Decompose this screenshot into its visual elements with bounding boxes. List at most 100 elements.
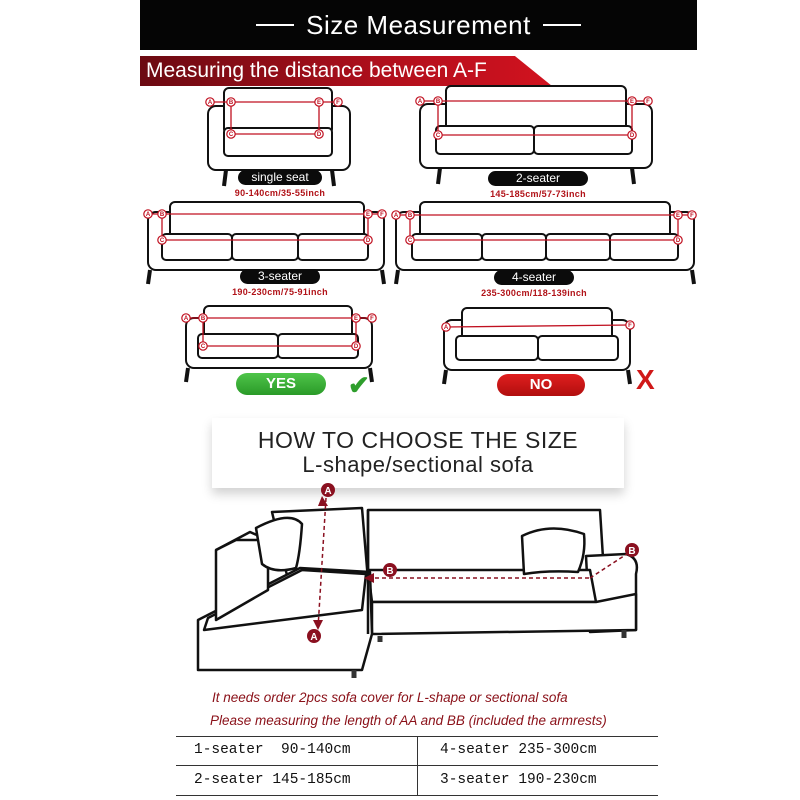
top-banner: Size Measurement — [140, 0, 697, 50]
point-marker-f: F — [333, 97, 343, 107]
point-marker-a: A — [181, 313, 191, 323]
point-b-right-marker: B — [625, 543, 639, 557]
svg-text:C: C — [408, 238, 413, 244]
sofa-diagrams: A B C D E F A B C D E F A B C D E F A B C D E F A B C D E F A F — [143, 85, 697, 385]
point-marker-b: B — [405, 210, 415, 220]
svg-text:F: F — [646, 99, 650, 105]
point-marker-c: C — [157, 235, 167, 245]
section-ribbon: Measuring the distance between A-F — [140, 56, 552, 86]
point-marker-a: A — [415, 96, 425, 106]
svg-text:A: A — [184, 316, 189, 322]
point-marker-f: F — [367, 313, 377, 323]
svg-text:A: A — [208, 100, 213, 106]
svg-text:D: D — [317, 132, 322, 138]
table-cell-2-seater: 2-seater 145-185cm — [194, 772, 351, 788]
label-single-seat: single seat — [238, 170, 322, 185]
svg-text:C: C — [160, 238, 165, 244]
point-marker-e: E — [627, 96, 637, 106]
single-seat-sofa — [207, 87, 351, 187]
page-title: Size Measurement — [306, 9, 531, 40]
four-seater-sofa — [394, 201, 696, 285]
point-marker-b: B — [226, 97, 236, 107]
range-two-seater: 145-185cm/57-73inch — [490, 189, 586, 199]
point-marker-d: D — [673, 235, 683, 245]
svg-text:E: E — [354, 316, 358, 322]
two-seater-measure-lines — [420, 100, 648, 136]
checkmark-icon: ✔ — [348, 370, 370, 400]
lshape-point-markers: A A B B — [307, 483, 639, 643]
svg-text:D: D — [630, 133, 635, 139]
size-table: 1-seater 90-140cm 4-seater 235-300cm 2-s… — [176, 736, 658, 796]
yes-badge: YES — [236, 373, 326, 395]
svg-text:E: E — [366, 212, 370, 218]
point-marker-c: C — [226, 129, 236, 139]
svg-text:D: D — [676, 238, 681, 244]
no-badge: NO — [497, 374, 585, 396]
svg-text:E: E — [317, 100, 321, 106]
svg-text:F: F — [628, 323, 632, 329]
svg-text:B: B — [201, 316, 206, 322]
point-marker-e: E — [363, 209, 373, 219]
point-a-bottom-marker: A — [307, 629, 321, 643]
ribbon-text: Measuring the distance between A-F — [146, 59, 487, 82]
point-markers: A B C D E F A B C D E F A B C D E F A B C D E F A B C D E F A F — [143, 96, 697, 351]
svg-text:C: C — [229, 132, 234, 138]
table-cell-1-seater: 1-seater 90-140cm — [194, 742, 351, 758]
point-marker-f: F — [687, 210, 697, 220]
point-marker-d: D — [351, 341, 361, 351]
point-a-top-marker: A — [321, 483, 335, 497]
svg-text:B: B — [229, 100, 234, 106]
point-marker-b: B — [433, 96, 443, 106]
svg-text:D: D — [366, 238, 371, 244]
point-marker-b: B — [198, 313, 208, 323]
point-marker-a: A — [143, 209, 153, 219]
svg-text:F: F — [370, 316, 374, 322]
range-three-seater: 190-230cm/75-91inch — [232, 287, 328, 297]
banner-rule-right — [542, 24, 581, 26]
point-marker-e: E — [673, 210, 683, 220]
svg-text:D: D — [354, 344, 359, 350]
point-marker-a: A — [205, 97, 215, 107]
table-column-divider — [417, 737, 418, 795]
svg-text:B: B — [386, 566, 393, 577]
point-marker-e: E — [351, 313, 361, 323]
cross-icon: X — [636, 364, 655, 395]
point-marker-e: E — [314, 97, 324, 107]
banner-rule-left — [256, 24, 295, 26]
howto-panel: HOW TO CHOOSE THE SIZE L-shape/sectional… — [212, 418, 624, 488]
svg-text:A: A — [324, 486, 331, 497]
point-marker-a: A — [441, 322, 451, 332]
note-line-2: Please measuring the length of AA and BB… — [210, 713, 607, 728]
svg-text:F: F — [336, 100, 340, 106]
lshape-sofa-diagram: A A B B — [196, 483, 639, 678]
note-line-1: It needs order 2pcs sofa cover for L-sha… — [212, 690, 568, 705]
label-three-seater: 3-seater — [240, 269, 320, 284]
three-seater-sofa — [146, 201, 386, 285]
point-marker-d: D — [627, 130, 637, 140]
two-seater-sofa — [419, 85, 653, 185]
label-four-seater: 4-seater — [494, 270, 574, 285]
table-cell-4-seater: 4-seater 235-300cm — [440, 742, 597, 758]
svg-text:A: A — [444, 325, 449, 331]
point-marker-b: B — [157, 209, 167, 219]
point-marker-c: C — [405, 235, 415, 245]
svg-text:A: A — [418, 99, 423, 105]
svg-text:C: C — [201, 344, 206, 350]
point-marker-f: F — [377, 209, 387, 219]
svg-text:A: A — [146, 212, 151, 218]
svg-text:E: E — [630, 99, 634, 105]
point-marker-c: C — [198, 341, 208, 351]
svg-text:B: B — [408, 213, 413, 219]
svg-text:E: E — [676, 213, 680, 219]
svg-text:A: A — [394, 213, 399, 219]
wrong-measure-sofa — [442, 307, 632, 385]
svg-text:B: B — [436, 99, 441, 105]
table-cell-3-seater: 3-seater 190-230cm — [440, 772, 597, 788]
svg-text:B: B — [160, 212, 165, 218]
point-b-left-marker: B — [383, 563, 397, 577]
svg-text:C: C — [436, 133, 441, 139]
range-single-seat: 90-140cm/35-55inch — [234, 188, 326, 198]
svg-text:F: F — [690, 213, 694, 219]
label-two-seater: 2-seater — [488, 171, 588, 186]
howto-title: HOW TO CHOOSE THE SIZE — [257, 427, 579, 453]
